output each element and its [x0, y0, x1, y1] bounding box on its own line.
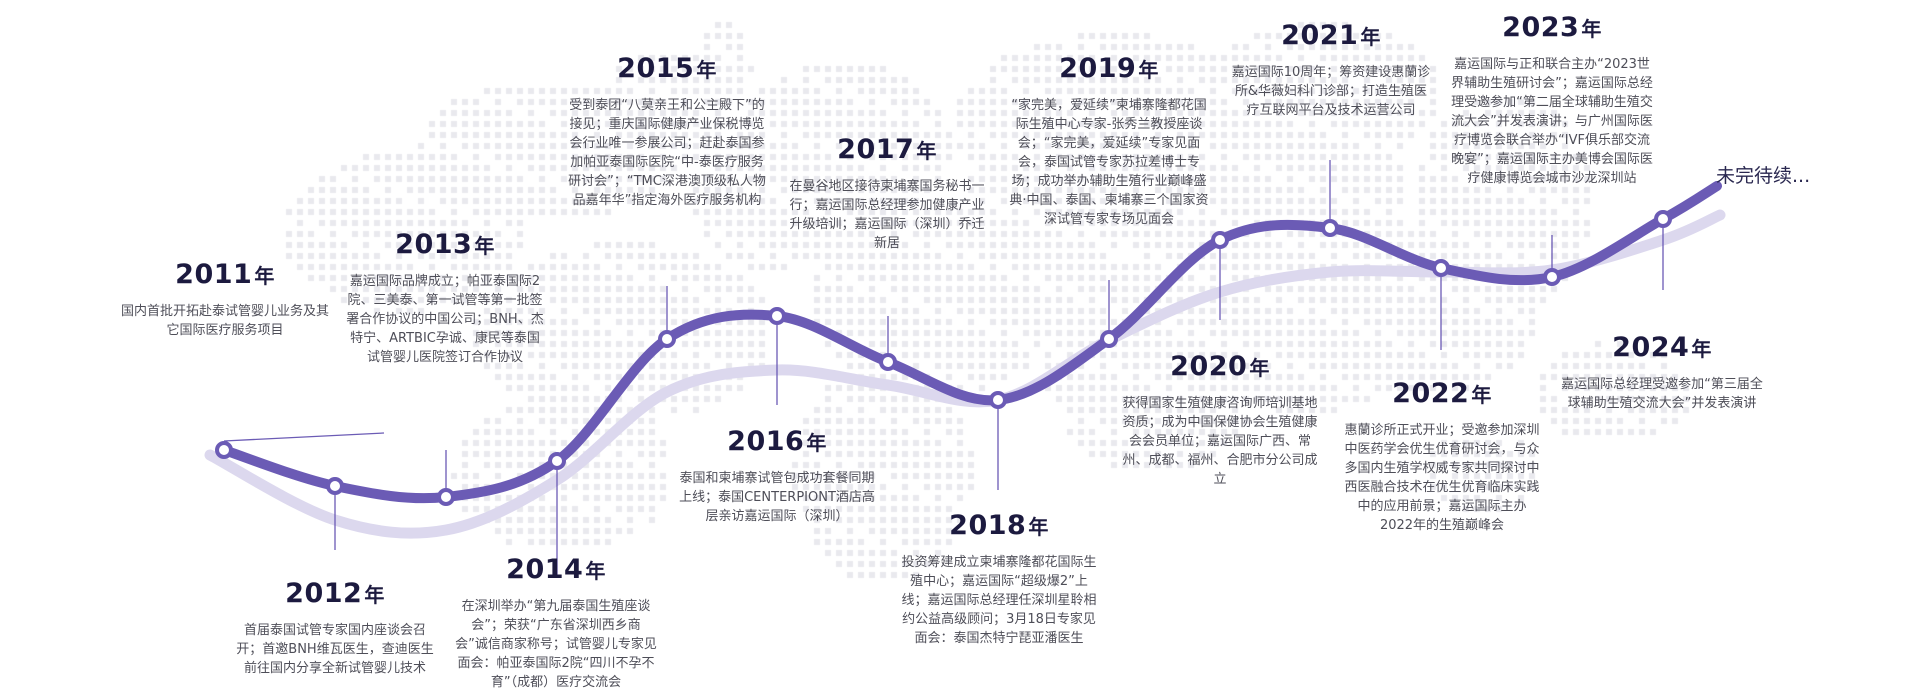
- timeline-node-2023: [1543, 268, 1561, 286]
- timeline-node-2019: [1100, 330, 1118, 348]
- to-be-continued-label: 未完待续...: [1716, 165, 1811, 187]
- milestone-description: 泰国和柬埔寨试管包成功套餐同期上线；泰国CENTERPIONT酒店高层亲访嘉运国…: [679, 471, 875, 524]
- timeline-node-2021: [1321, 219, 1339, 237]
- timeline-node-2017: [879, 353, 897, 371]
- milestone-description: 首届泰国试管专家国内座谈会召开；首邀BNH维瓦医生，查迪医生前往国内分享全新试管…: [236, 623, 434, 676]
- milestone-description: 在曼谷地区接待柬埔寨国务秘书一行；嘉运国际总经理参加健康产业升级培训；嘉运国际（…: [789, 179, 985, 251]
- milestone-description: 受到泰团“八莫亲王和公主殿下”的接见；重庆国际健康产业保税博览会行业唯一参展公司…: [568, 98, 766, 208]
- timeline-node-2020: [1211, 231, 1229, 249]
- milestone-description: 嘉运国际10周年；筹资建设惠蘭诊所&华薇妇科门诊部；打造生殖医疗互联网平台及技术…: [1231, 65, 1431, 118]
- milestone-description: 获得国家生殖健康咨询师培训基地资质；成为中国保健协会生殖健康会会员单位；嘉运国际…: [1122, 396, 1318, 487]
- timeline-node-2011: [215, 441, 233, 459]
- timeline-node-2014: [548, 452, 566, 470]
- milestone-description: 国内首批开拓赴泰试管婴儿业务及其它国际医疗服务项目: [120, 304, 329, 338]
- timeline-node-2018: [989, 391, 1007, 409]
- timeline-node-2024: [1654, 210, 1672, 228]
- timeline-node-2022: [1432, 259, 1450, 277]
- timeline-node-2012: [326, 477, 344, 495]
- timeline-node-2016: [768, 307, 786, 325]
- timeline-node-2013: [437, 488, 455, 506]
- milestone-description: 惠蘭诊所正式开业；受邀参加深圳中医药学会优生优育研讨会，与众多国内生殖学权威专家…: [1344, 423, 1540, 533]
- milestone-description: 在深圳举办“第九届泰国生殖座谈会”；荣获“广东省深圳西乡商会”诚信商家称号；试管…: [455, 599, 657, 690]
- connector-line-2011: [223, 432, 385, 442]
- milestone-description: “家完美，爱延续”柬埔寨隆都花国际生殖中心专家-张秀兰教授座谈会；“家完美，爱延…: [1009, 98, 1209, 227]
- milestone-description: 投资筹建成立柬埔寨隆都花国际生殖中心；嘉运国际“超级爆2”上线；嘉运国际总经理任…: [901, 555, 1097, 646]
- milestone-description: 嘉运国际总经理受邀参加“第三届全球辅助生殖交流大会”并发表演讲: [1561, 377, 1763, 411]
- milestone-description: 嘉运国际与正和联合主办“2023世界辅助生殖研讨会”；嘉运国际总经理受邀参加“第…: [1451, 57, 1653, 186]
- milestone-description: 嘉运国际品牌成立；帕亚泰国际2院、三美泰、第一试管等第一批签署合作协议的中国公司…: [346, 274, 544, 365]
- timeline-node-2015: [658, 330, 676, 348]
